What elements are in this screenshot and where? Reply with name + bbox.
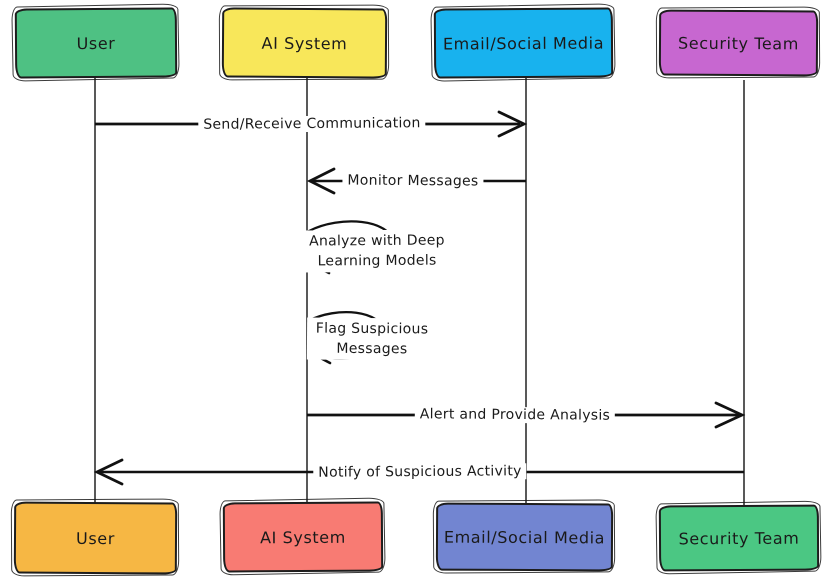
msg1-arrowhead-right-icon [497, 110, 528, 138]
actor-label: AI System [260, 527, 346, 547]
actor-label: Email/Social Media [443, 527, 606, 547]
actor-top-email-social-media: Email/Social Media [433, 7, 614, 79]
msg2-arrowhead-left-icon [306, 167, 336, 195]
actor-label: User [76, 33, 116, 53]
actor-bottom-user: User [13, 501, 178, 575]
actor-label: User [76, 528, 115, 548]
actor-label: AI System [261, 33, 348, 53]
actor-top-user: User [14, 7, 178, 79]
actor-top-ai-system: AI System [221, 7, 388, 79]
actor-label: Email/Social Media [442, 33, 605, 53]
actor-bottom-security-team: Security Team [658, 504, 820, 572]
msg6-arrowhead-left-icon [93, 458, 124, 486]
message-notify-of-suspicious-activity: Notify of Suspicious Activity [313, 463, 527, 481]
actor-bottom-ai-system: AI System [222, 501, 384, 573]
message-alert-and-provide-analysis: Alert and Provide Analysis [414, 406, 616, 424]
actor-label: Security Team [678, 528, 800, 548]
actor-bottom-email-social-media: Email/Social Media [435, 502, 614, 572]
message-monitor-messages: Monitor Messages [342, 172, 484, 190]
message-analyze-with-deep-learning-models: Analyze with Deep Learning Models [299, 229, 455, 273]
actor-label: Security Team [677, 33, 799, 53]
message-send-receive-communication: Send/Receive Communication [198, 115, 426, 133]
message-flag-suspicious-messages: Flag Suspicious Messages [306, 317, 438, 361]
actor-top-security-team: Security Team [658, 9, 819, 77]
msg5-arrowhead-right-icon [714, 401, 746, 429]
